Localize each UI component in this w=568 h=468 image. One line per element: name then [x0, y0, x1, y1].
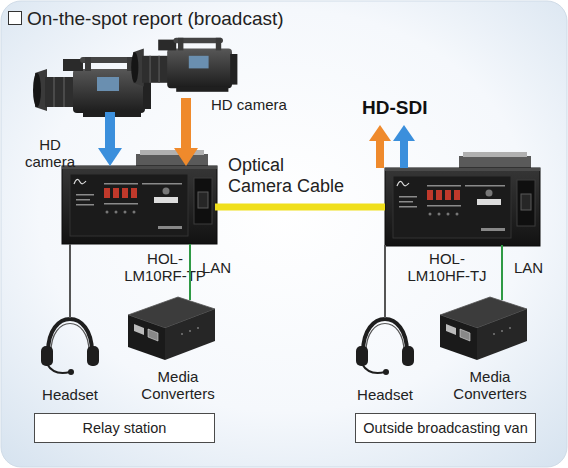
cable-line — [501, 245, 503, 300]
connector-label: LAN — [514, 259, 543, 276]
converter-node: Media Converters — [125, 300, 217, 362]
device-node: HOL-LM10HF-TJ — [385, 168, 540, 245]
cable-line — [215, 204, 385, 211]
cable-line — [384, 245, 386, 318]
signal-arrow — [181, 98, 191, 148]
headset-node: Headset — [40, 318, 100, 370]
output-arrow — [369, 125, 391, 168]
node-label: HOL-LM10RF-TP — [120, 250, 210, 284]
camera-node: HD camera — [30, 50, 155, 112]
camera-node: HD camera — [135, 38, 230, 98]
title-checkbox — [9, 12, 22, 25]
device-illustration — [62, 150, 217, 244]
device-node: HOL-LM10RF-TP — [62, 166, 215, 244]
signal-name: HD-SDI — [362, 97, 427, 119]
hd-camera-illustration — [131, 38, 237, 92]
node-label: Outside broadcasting van — [363, 420, 527, 437]
media-converter-illustration — [440, 297, 527, 360]
device-illustration — [385, 152, 540, 246]
headset-node: Headset — [355, 318, 415, 370]
node-label: HD camera — [211, 96, 287, 113]
media-converter-illustration — [128, 297, 215, 360]
location-box: Relay station — [34, 413, 215, 443]
converter-node: Media Converters — [437, 300, 529, 362]
node-label: Media Converters — [137, 368, 219, 402]
node-label: Relay station — [83, 420, 167, 437]
node-label: Headset — [30, 386, 110, 403]
connector-label: LAN — [202, 259, 231, 276]
diagram-title: On-the-spot report (broadcast) — [27, 8, 284, 30]
node-label: Headset — [345, 386, 425, 403]
location-box: Outside broadcasting van — [355, 413, 536, 443]
cable-line — [69, 244, 71, 318]
node-label: HOL-LM10HF-TJ — [402, 250, 492, 284]
connector-label: Optical Camera Cable — [228, 155, 350, 197]
output-arrow — [393, 125, 415, 168]
headset-illustration — [41, 319, 99, 375]
headset-illustration — [356, 319, 414, 375]
signal-arrow — [105, 112, 115, 148]
node-label: Media Converters — [449, 368, 531, 402]
node-label: HD camera — [21, 136, 79, 170]
